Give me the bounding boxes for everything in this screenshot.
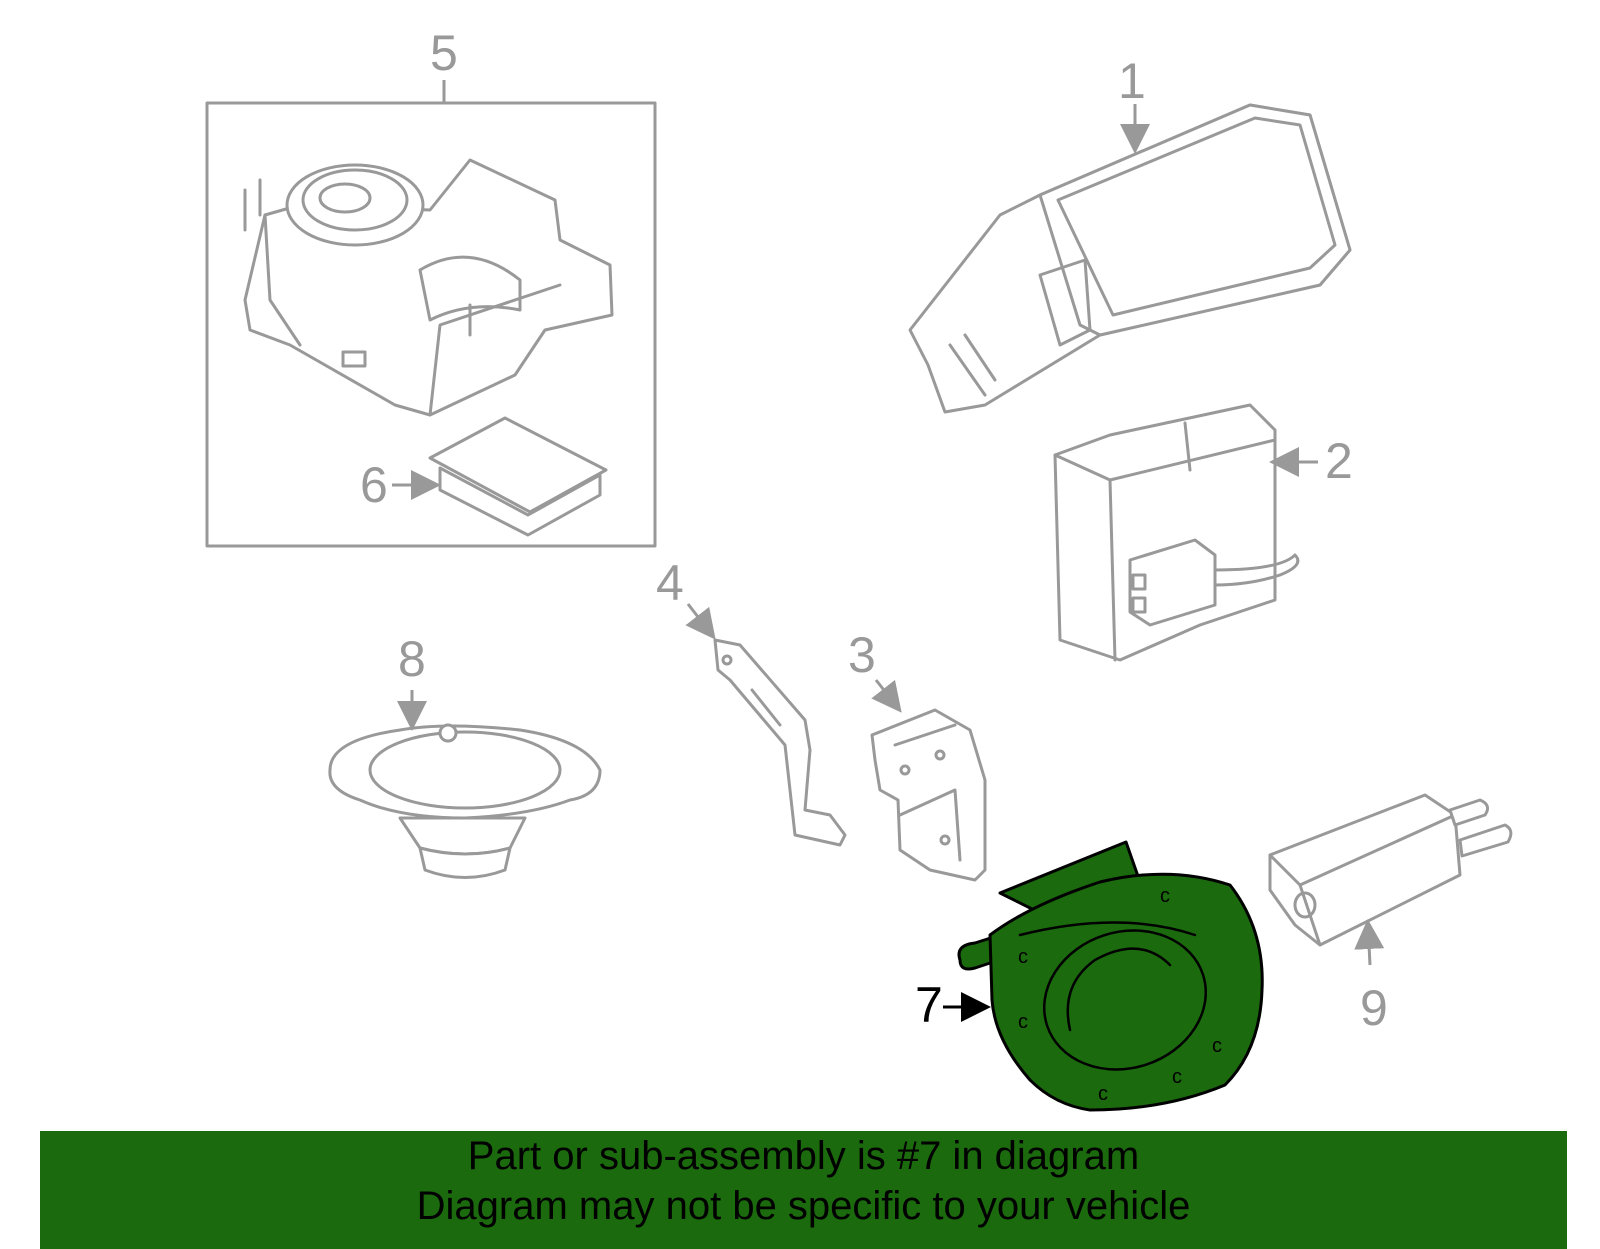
footer-line-1: Part or sub-assembly is #7 in diagram [467,1134,1140,1178]
callout-6: 6 [360,457,388,513]
callout-8: 8 [398,631,426,687]
callout-3: 3 [848,627,876,683]
callout-2: 2 [1325,433,1353,489]
footer-line-2: Diagram may not be specific to your vehi… [416,1184,1191,1228]
part-4-bracket[interactable] [713,638,847,847]
part-2-module[interactable] [1053,403,1300,662]
footer-banner: Part or sub-assembly is #7 in diagram Di… [40,1131,1567,1249]
callout-7: 7 [915,977,943,1033]
callout-1: 1 [1118,53,1146,109]
svg-text:c: c [1212,1035,1222,1057]
part-3-bracket[interactable] [870,708,987,882]
svg-text:c: c [1018,1011,1028,1033]
callout-9: 9 [1360,980,1388,1036]
svg-text:c: c [1098,1083,1108,1105]
footer-banner-bg [40,1131,1567,1249]
part-9-sensor[interactable] [1268,793,1513,947]
part-8-speaker[interactable] [328,723,602,879]
svg-text:c: c [1172,1066,1182,1088]
svg-text:c: c [1160,885,1170,907]
callout-5: 5 [430,25,458,81]
part-7-horn-highlighted[interactable]: c c c c c c [957,840,1264,1112]
part-5-assembly[interactable] [205,101,657,548]
part-1-display[interactable] [908,103,1352,414]
svg-text:c: c [1018,946,1028,968]
callout-4: 4 [656,555,684,611]
